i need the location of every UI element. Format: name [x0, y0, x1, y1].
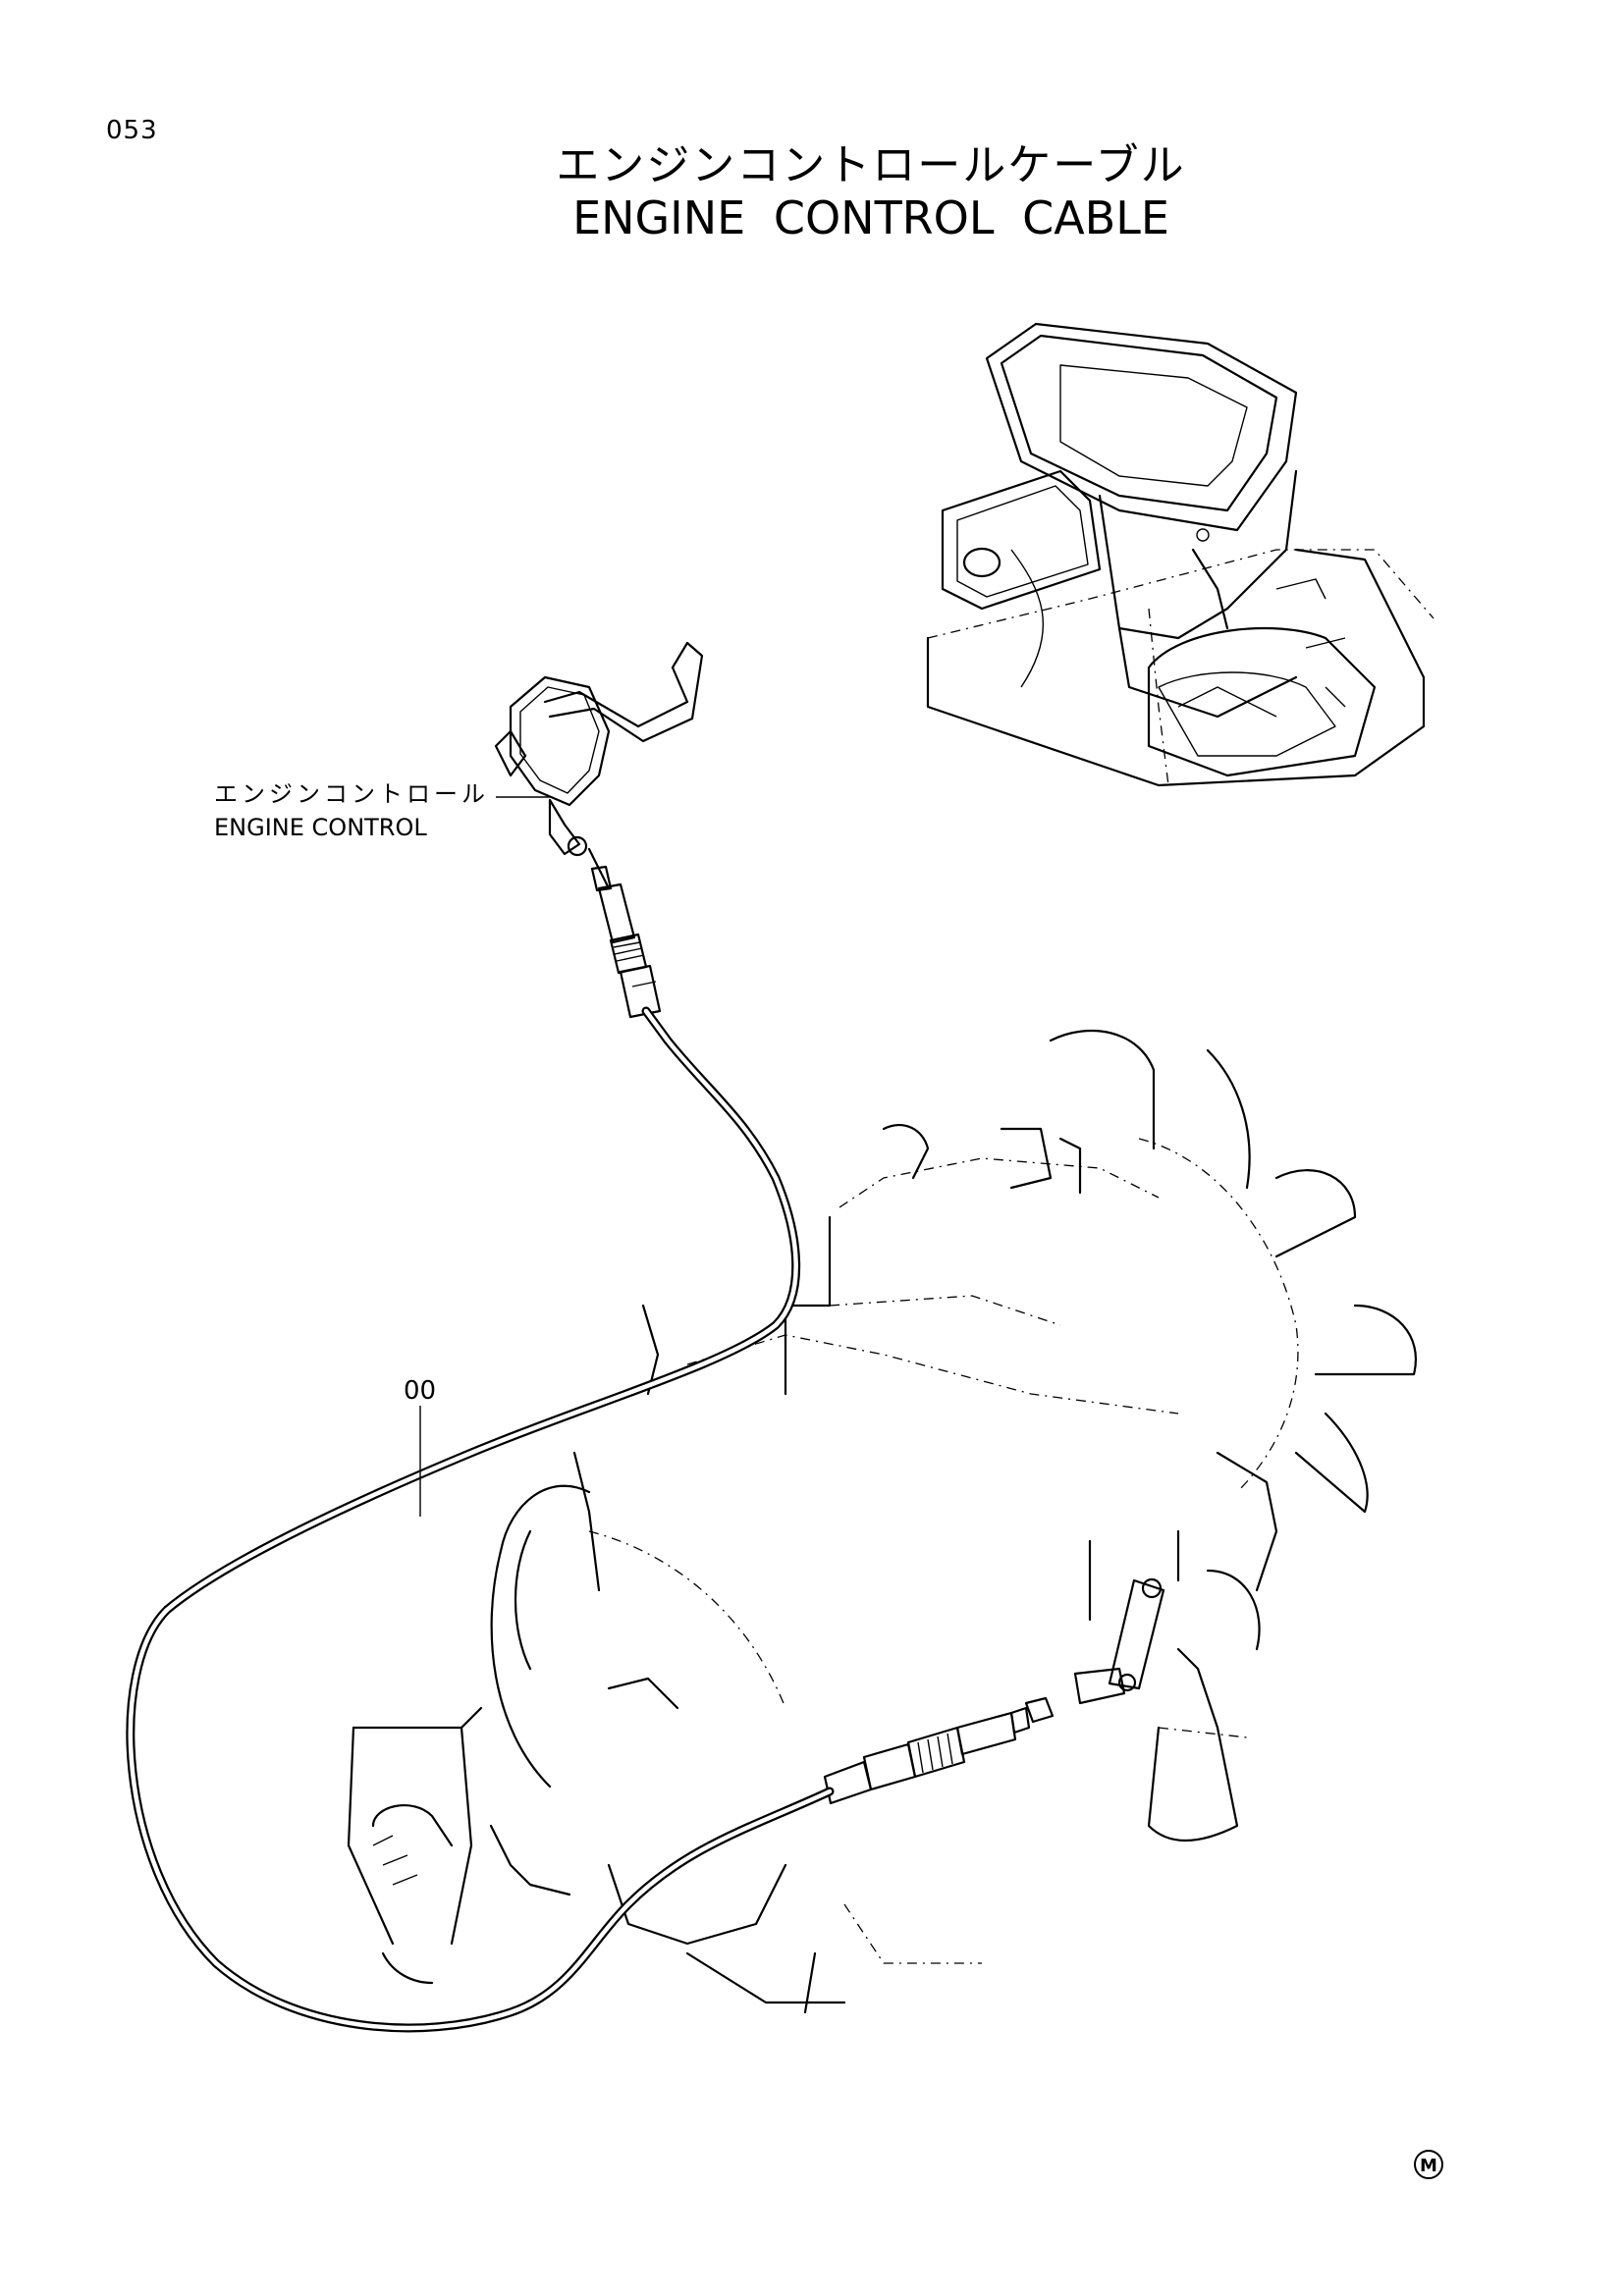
page-title-japanese: エンジンコントロールケーブル	[556, 140, 1186, 190]
lower-cable-fitting-drawing	[823, 1706, 1031, 1805]
circled-m-mark: M	[1414, 2150, 1443, 2179]
cable-drawing	[126, 1006, 835, 2033]
page-title-english: ENGINE CONTROL CABLE	[572, 191, 1169, 244]
page-number: 053	[106, 116, 158, 145]
upper-cable-fitting-drawing	[590, 865, 662, 1019]
engine-control-label-japanese: エンジンコントロール	[214, 780, 489, 808]
engine-control-label-english: ENGINE CONTROL	[214, 814, 427, 841]
control-lever-drawing	[494, 641, 704, 890]
cable-part-number: 00	[404, 1376, 437, 1406]
machine-overview-icon	[926, 322, 1435, 787]
engine-drawing	[347, 1029, 1417, 2014]
